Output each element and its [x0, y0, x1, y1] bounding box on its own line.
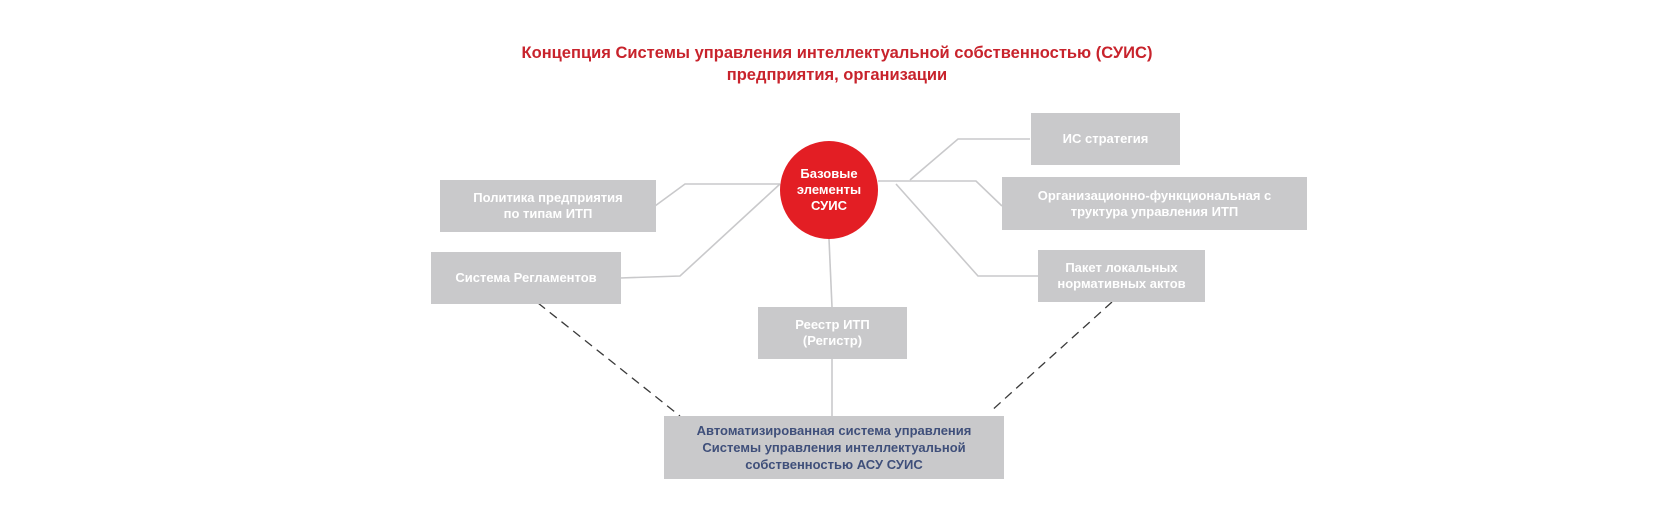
registry-box: Реестр ИТП (Регистр): [758, 307, 907, 359]
connector-local-acts: [895, 183, 1038, 277]
dashed-connector-regulations-asu: [537, 302, 681, 417]
core-elements-circle: Базовые элементы СУИС: [780, 141, 878, 239]
local-acts-box: Пакет локальных нормативных актов: [1038, 250, 1205, 302]
policy-box: Политика предприятия по типам ИТП: [440, 180, 656, 232]
connector-registry: [828, 238, 833, 308]
connector-policy: [654, 183, 780, 207]
connector-regulations: [619, 183, 781, 279]
dashed-connector-local-acts-asu: [989, 301, 1113, 413]
regulations-box: Система Регламентов: [431, 252, 621, 304]
strategy-box: ИС стратегия: [1031, 113, 1180, 165]
asu-suis-box: Автоматизированная система управления Си…: [664, 416, 1004, 479]
org-structure-box: Организационно-функциональная с труктура…: [1002, 177, 1307, 230]
diagram-title-line-2: предприятия, организации: [726, 66, 948, 84]
connector-strategy: [909, 138, 1030, 181]
diagram-title-line-1: Концепция Системы управления интеллектуа…: [521, 44, 1153, 62]
connector-org-structure: [878, 180, 1003, 207]
